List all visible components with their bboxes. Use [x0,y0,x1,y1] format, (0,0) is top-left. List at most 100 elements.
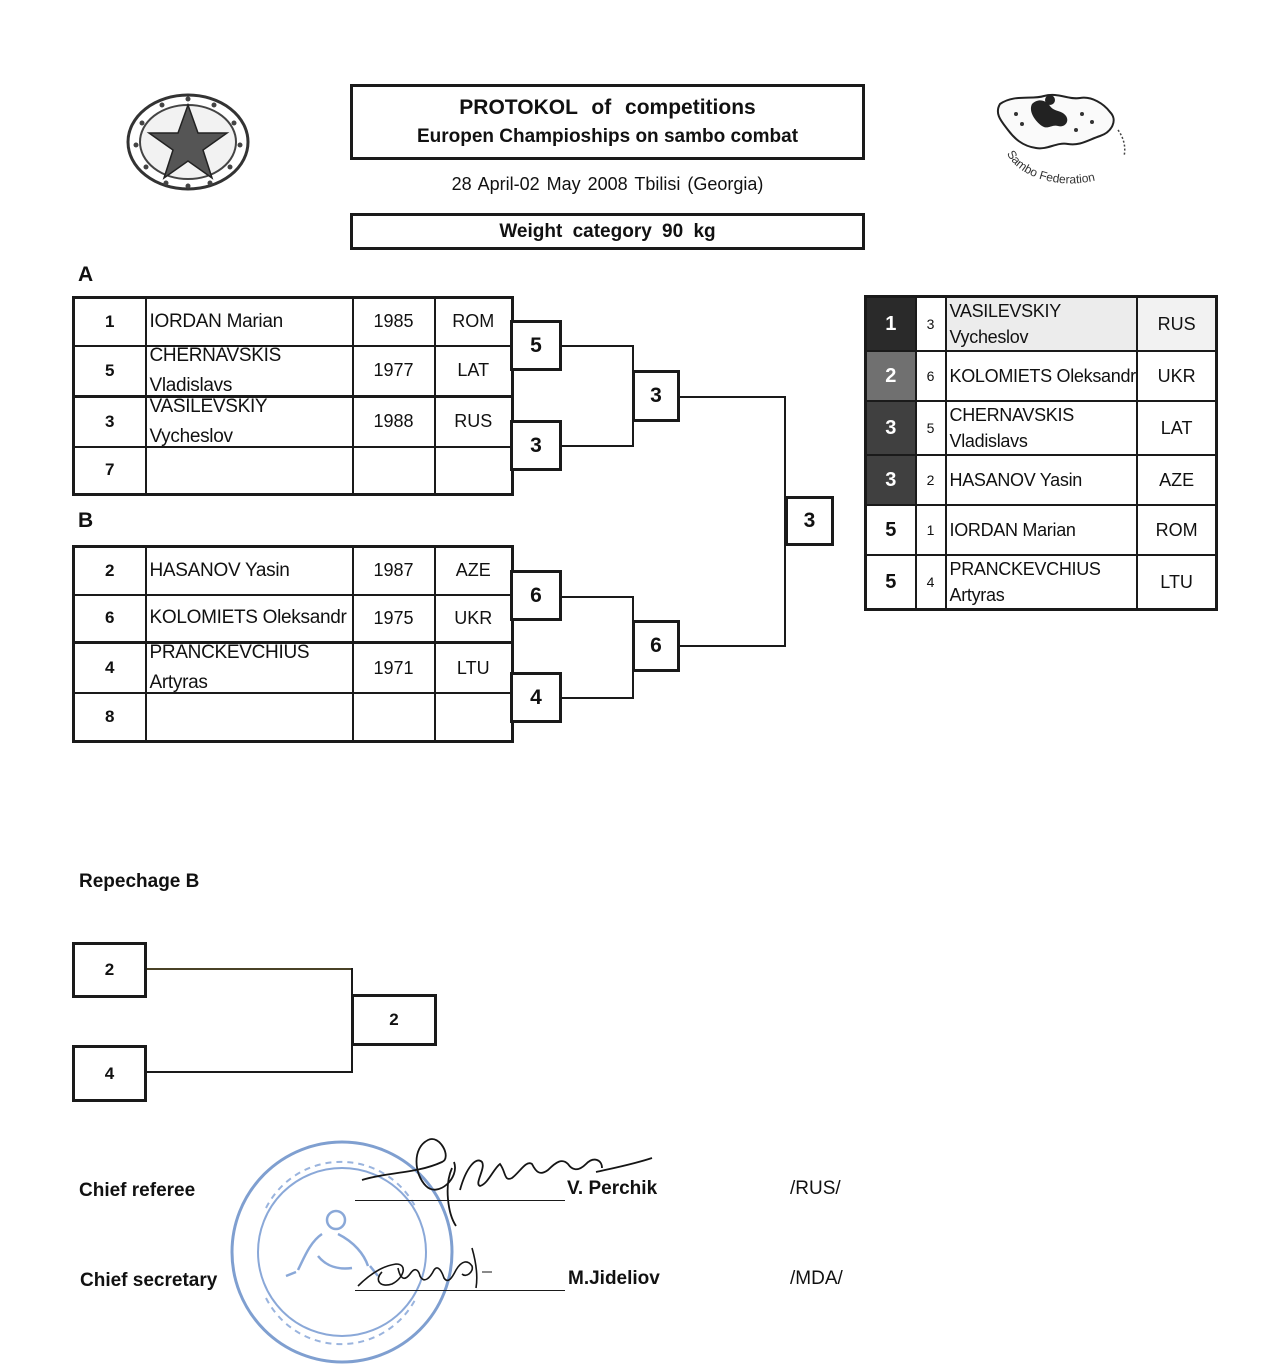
chief-referee-label: Chief referee [79,1180,196,1201]
table-row: 2 6 KOLOMIETS Oleksandr UKR [864,350,1218,402]
country-code: UKR [1135,350,1218,402]
birth-year: 1971 [351,641,436,694]
country-code: RUS [1135,295,1218,352]
athlete-surname: VASILEVSKIY [949,301,1062,321]
birth-year [351,445,436,496]
athlete-name: IORDAN Marian [944,504,1138,556]
country-code: LAT [433,344,514,397]
chief-secretary-label: Chief secretary [80,1270,218,1291]
seed-cell: 7 [72,445,147,496]
country-code: AZE [1135,454,1218,506]
chief-secretary-name: M.Jideliov [568,1268,660,1289]
athlete-name [144,692,354,742]
seed-cell: 5 [914,400,947,456]
bracket-line [147,1071,353,1073]
athlete-firstname: Artyras [149,672,208,693]
country-code: LTU [433,641,514,694]
table-row: 4 PRANCKEVCHIUS Artyras 1971 LTU [72,641,514,694]
table-row: 5 1 IORDAN Marian ROM [864,504,1218,556]
seed-cell: 8 [72,692,147,742]
seed-cell: 2 [72,545,147,596]
chief-secretary-country: /MDA/ [790,1268,843,1289]
athlete-name: HASANOV Yasin [944,454,1138,506]
bracket-line [147,968,353,970]
signature-line [355,1290,565,1291]
athlete-name [144,445,354,496]
table-row: 3 2 HASANOV Yasin AZE [864,454,1218,506]
chief-referee-country: /RUS/ [790,1178,841,1199]
repechage-top: 2 [72,942,147,998]
birth-year [351,692,436,742]
country-code: UKR [433,593,514,644]
table-row: 6 KOLOMIETS Oleksandr 1975 UKR [72,593,514,644]
athlete-firstname: Vladislavs [149,374,233,396]
athlete-firstname: Vycheslov [949,327,1029,347]
seed-cell: 6 [914,350,947,402]
bracket-line [562,697,634,699]
country-code [433,445,514,496]
pool-a-round1-winner-bottom: 3 [510,420,562,471]
athlete-name: HASANOV Yasin [144,545,354,596]
place-cell: 3 [864,454,917,506]
championship-title: Europen Champioships on sambo combat [416,126,799,147]
table-row: 2 HASANOV Yasin 1987 AZE [72,545,514,596]
final-winner: 3 [785,496,834,546]
official-stamp-icon [230,1140,454,1364]
birth-year: 1977 [351,344,436,397]
birth-year: 1987 [351,545,436,596]
table-row: 7 [72,445,514,496]
seed-cell: 1 [72,296,147,347]
protocol-title: PROTOKOL of competitions [459,96,756,119]
place-cell: 5 [864,504,917,556]
pool-b-winner: 6 [632,620,680,672]
seed-cell: 5 [72,344,147,397]
country-code: ROM [433,296,514,347]
place-cell: 5 [864,554,917,611]
country-code: RUS [433,395,514,448]
birth-year: 1988 [351,395,436,448]
athlete-name: PRANCKEVCHIUS Artyras [944,554,1138,611]
athlete-name: KOLOMIETS Oleksandr [144,593,354,644]
athlete-name: PRANCKEVCHIUS Artyras [144,641,354,694]
dates-location: 28 April-02 May 2008 Tbilisi (Georgia) [451,174,764,194]
secretary-signature-icon [357,1247,492,1289]
athlete-surname: CHERNAVSKIS [949,405,1075,425]
referee-signature-icon [361,1138,653,1227]
pool-a-round1-winner-top: 5 [510,320,562,371]
final-results-table: 1 3 VASILEVSKIY Vycheslov RUS 2 6 KOLOMIE… [864,295,1219,611]
place-cell: 1 [864,295,917,352]
bracket-line [562,445,634,447]
weight-category: Weight category 90 kg [350,213,865,250]
birth-year: 1985 [351,296,436,347]
birth-year: 1975 [351,593,436,644]
athlete-firstname: Artyras [949,585,1005,605]
seed-cell: 4 [72,641,147,694]
bracket-line [680,645,786,647]
repechage-winner: 2 [351,994,437,1046]
seed-cell: 3 [72,395,147,448]
country-code: ROM [1135,504,1218,556]
seed-cell: 6 [72,593,147,644]
bracket-line [562,345,634,347]
pool-b-table: 2 HASANOV Yasin 1987 AZE 6 KOLOMIETS Ole… [72,545,514,743]
place-cell: 3 [864,400,917,456]
pool-a-label: A [78,263,94,286]
athlete-surname: PRANCKEVCHIUS [149,642,310,663]
pool-b-round1-winner-top: 6 [510,570,562,621]
sambo-federation-logo-icon: Sambo Federation [996,93,1126,187]
signature-line [355,1200,565,1201]
repechage-bottom: 4 [72,1045,147,1102]
athlete-name: KOLOMIETS Oleksandr [944,350,1138,402]
pool-a-winner: 3 [632,370,680,422]
pool-b-round1-winner-bottom: 4 [510,672,562,723]
athlete-surname: PRANCKEVCHIUS [949,559,1101,579]
federation-logo-text: Sambo Federation [1004,148,1096,187]
seed-cell: 4 [914,554,947,611]
seed-cell: 1 [914,504,947,556]
